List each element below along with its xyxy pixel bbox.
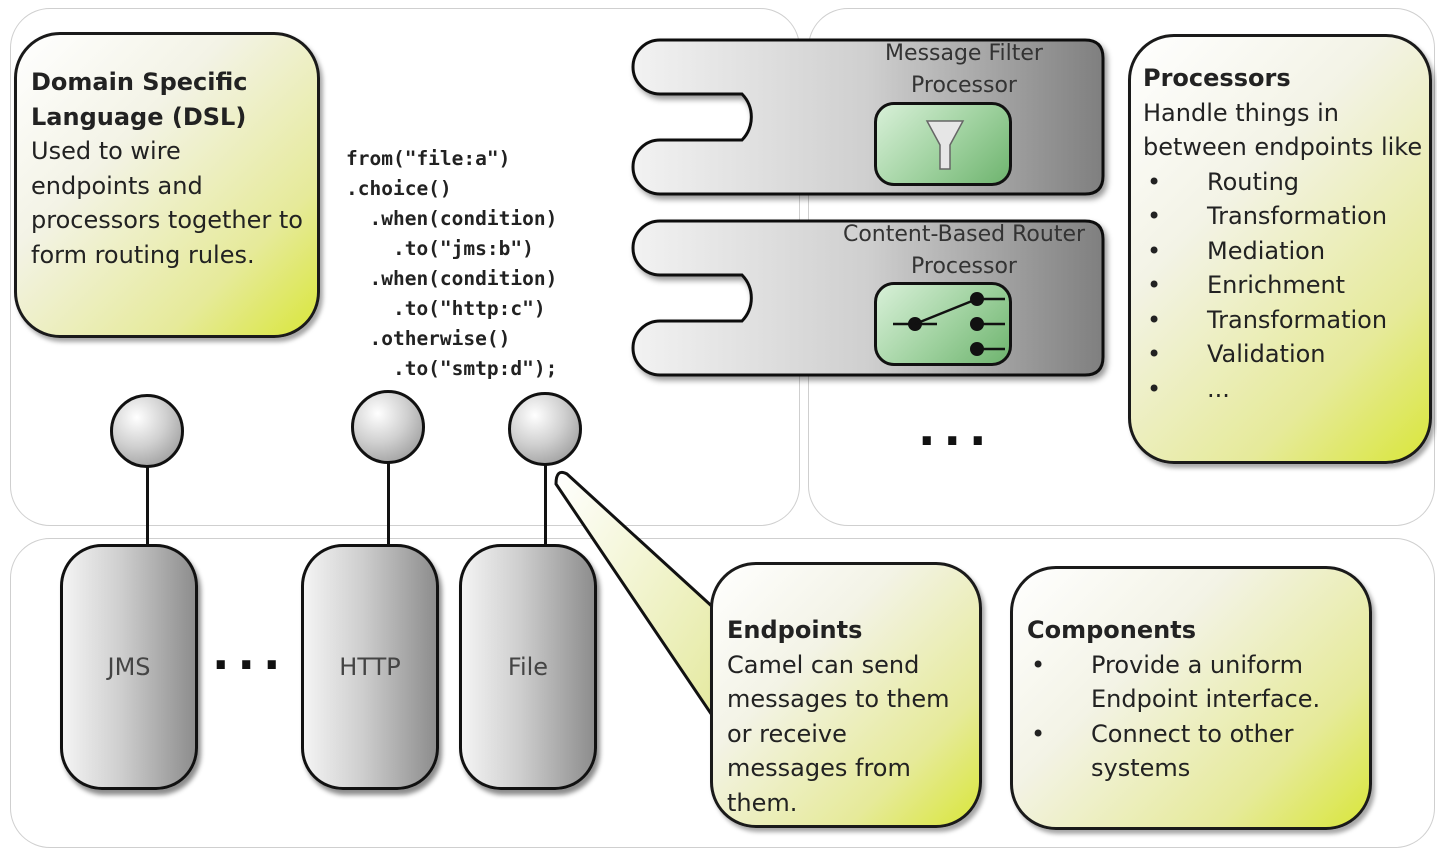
list-item: Enrichment	[1143, 268, 1425, 303]
code-line: .to("jms:b")	[346, 237, 534, 260]
list-item: Validation	[1143, 337, 1425, 372]
http-endpoint-icon	[351, 390, 425, 464]
jms-endpoint-icon	[110, 394, 184, 468]
jms-label: JMS	[107, 653, 151, 681]
processors-description: Handle things in between endpoints like	[1143, 98, 1423, 162]
list-item: Connect to other systems	[1027, 717, 1363, 786]
processors-note: Processors Handle things in between endp…	[1128, 34, 1432, 464]
components-note: Components Provide a uniform Endpoint in…	[1010, 566, 1372, 830]
code-line: .when(condition)	[346, 267, 558, 290]
dsl-description: Used to wire endpoints and processors to…	[31, 137, 303, 269]
file-endpoint-stem	[544, 462, 547, 550]
code-line: .to("smtp:d");	[346, 357, 558, 380]
code-line: .when(condition)	[346, 207, 558, 230]
endpoints-title: Endpoints	[727, 616, 863, 644]
router-icon	[874, 282, 1012, 366]
dsl-code: from("file:a") .choice() .when(condition)…	[346, 114, 557, 414]
jms-endpoint-stem	[146, 466, 149, 550]
endpoints-note: Endpoints Camel can send messages to the…	[710, 562, 982, 828]
content-router-label: Content-Based Router Processor	[842, 222, 1086, 279]
code-line: .otherwise()	[346, 327, 511, 350]
list-item: Provide a uniform Endpoint interface.	[1027, 648, 1363, 717]
components-list: Provide a uniform Endpoint interface. Co…	[1027, 648, 1363, 786]
code-line: .to("http:c")	[346, 297, 546, 320]
processors-ellipsis: ...	[918, 402, 995, 456]
list-item: Transformation	[1143, 199, 1425, 234]
http-endpoint-stem	[387, 458, 390, 550]
list-item: Mediation	[1143, 234, 1425, 269]
dsl-title: Domain Specific Language (DSL)	[31, 68, 248, 131]
components-title: Components	[1027, 616, 1196, 644]
jms-component: JMS	[60, 544, 198, 790]
processors-title: Processors	[1143, 64, 1291, 92]
file-label: File	[507, 653, 549, 681]
file-component: File	[459, 544, 597, 790]
code-line: .choice()	[346, 177, 452, 200]
http-component: HTTP	[301, 544, 439, 790]
code-line: from("file:a")	[346, 147, 511, 170]
http-label: HTTP	[339, 653, 401, 681]
file-endpoint-icon	[508, 392, 582, 466]
list-item: ...	[1143, 372, 1425, 407]
processors-list: Routing Transformation Mediation Enrichm…	[1143, 165, 1425, 407]
dsl-note: Domain Specific Language (DSL) Used to w…	[14, 32, 320, 338]
filter-icon	[874, 102, 1012, 186]
components-ellipsis: ...	[212, 626, 289, 680]
list-item: Routing	[1143, 165, 1425, 200]
list-item: Transformation	[1143, 303, 1425, 338]
endpoints-description: Camel can send messages to them or recei…	[727, 650, 950, 817]
message-filter-label: Message Filter Processor	[885, 41, 1043, 98]
